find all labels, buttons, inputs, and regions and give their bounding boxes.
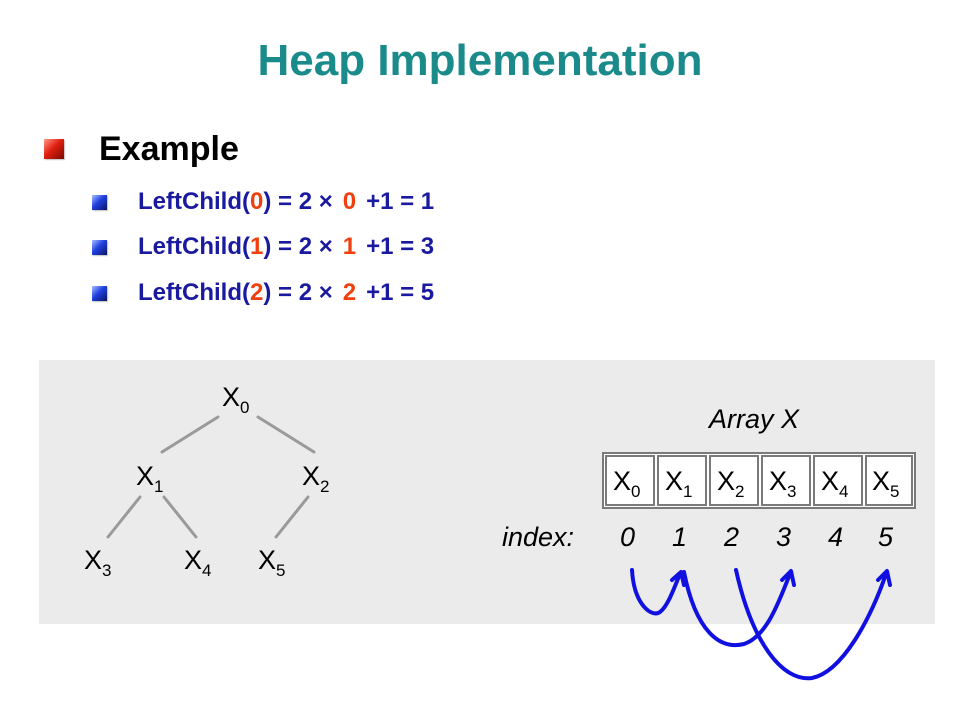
arrow-1-to-3 (682, 570, 792, 648)
example-line-2: LeftChild(2) = 2 ×2+1 = 5 (138, 279, 434, 307)
array-index-4: 4 (828, 522, 843, 552)
tree-node-5: X5 (258, 545, 285, 580)
array-index-0: 0 (620, 522, 635, 552)
tree-edge (274, 495, 310, 539)
tree-node-0: X0 (222, 382, 249, 417)
array-cell-5: X5 (872, 466, 899, 501)
array-index-2: 2 (723, 522, 739, 552)
child-arrows (630, 568, 892, 681)
tree-node-2: X2 (302, 461, 329, 496)
array-cell-4: X4 (821, 466, 848, 501)
array-index-1: 1 (672, 522, 687, 552)
tree-edge (256, 415, 316, 454)
array-index-3: 3 (776, 522, 791, 552)
example-factor: 2 (342, 279, 357, 306)
tree-node-1: X1 (136, 461, 163, 496)
array-cell-box (865, 455, 913, 506)
arrowhead-icon (780, 569, 796, 587)
arrow-2-to-5 (734, 568, 888, 681)
tree-edge (162, 495, 198, 539)
example-mid: ) = 2 (263, 279, 319, 306)
example-prefix: LeftChild( (138, 188, 250, 215)
example-tail: +1 = 3 (366, 233, 435, 260)
index-label: index: (502, 522, 574, 552)
arrow-0-to-1 (630, 568, 682, 616)
example-line-0: LeftChild(0) = 2 ×0+1 = 1 (138, 188, 434, 216)
example-line-1: LeftChild(1) = 2 ×1+1 = 3 (138, 233, 434, 261)
example-factor: 0 (342, 188, 357, 215)
section-heading: Example (99, 130, 239, 168)
array-cell-0: X0 (613, 466, 640, 501)
red-square-bullet-icon (44, 139, 64, 159)
times-symbol: × (318, 188, 333, 215)
tree-node-4: X4 (184, 545, 211, 580)
array-index-5: 5 (878, 522, 894, 552)
arrowhead-icon (876, 569, 892, 587)
array-box: X0 X1 X2 X3 X4 X5 (602, 452, 916, 509)
tree-edges (106, 415, 316, 539)
example-prefix: LeftChild( (138, 233, 250, 260)
blue-square-bullet-icon (92, 195, 107, 210)
array-cell-box (709, 455, 759, 506)
array-cell-3: X3 (769, 466, 796, 501)
times-symbol: × (318, 279, 333, 306)
example-factor: 1 (342, 233, 357, 260)
times-symbol: × (318, 233, 333, 260)
array-label: Array X (707, 404, 800, 434)
array-cell-box (761, 455, 811, 506)
example-tail: +1 = 1 (366, 188, 435, 215)
slide-title: Heap Implementation (257, 36, 703, 85)
tree-edge (106, 495, 142, 539)
example-arg: 1 (249, 233, 264, 260)
tree-nodes: X0 X1 X2 X3 X4 X5 (84, 382, 329, 580)
blue-square-bullet-icon (92, 286, 107, 301)
array-cell-1: X1 (665, 466, 692, 501)
example-tail: +1 = 5 (366, 279, 435, 306)
example-prefix: LeftChild( (138, 279, 250, 306)
array-cell-2: X2 (717, 466, 744, 501)
example-mid: ) = 2 (263, 233, 319, 260)
tree-node-3: X3 (84, 545, 111, 580)
array-cell-box (657, 455, 707, 506)
blue-square-bullet-icon (92, 240, 107, 255)
arrowhead-icon (670, 570, 686, 587)
example-arg: 0 (249, 188, 264, 215)
array-cell-box (605, 455, 655, 506)
example-arg: 2 (249, 279, 264, 306)
tree-edge (160, 415, 220, 454)
example-mid: ) = 2 (263, 188, 319, 215)
array-cell-box (813, 455, 863, 506)
